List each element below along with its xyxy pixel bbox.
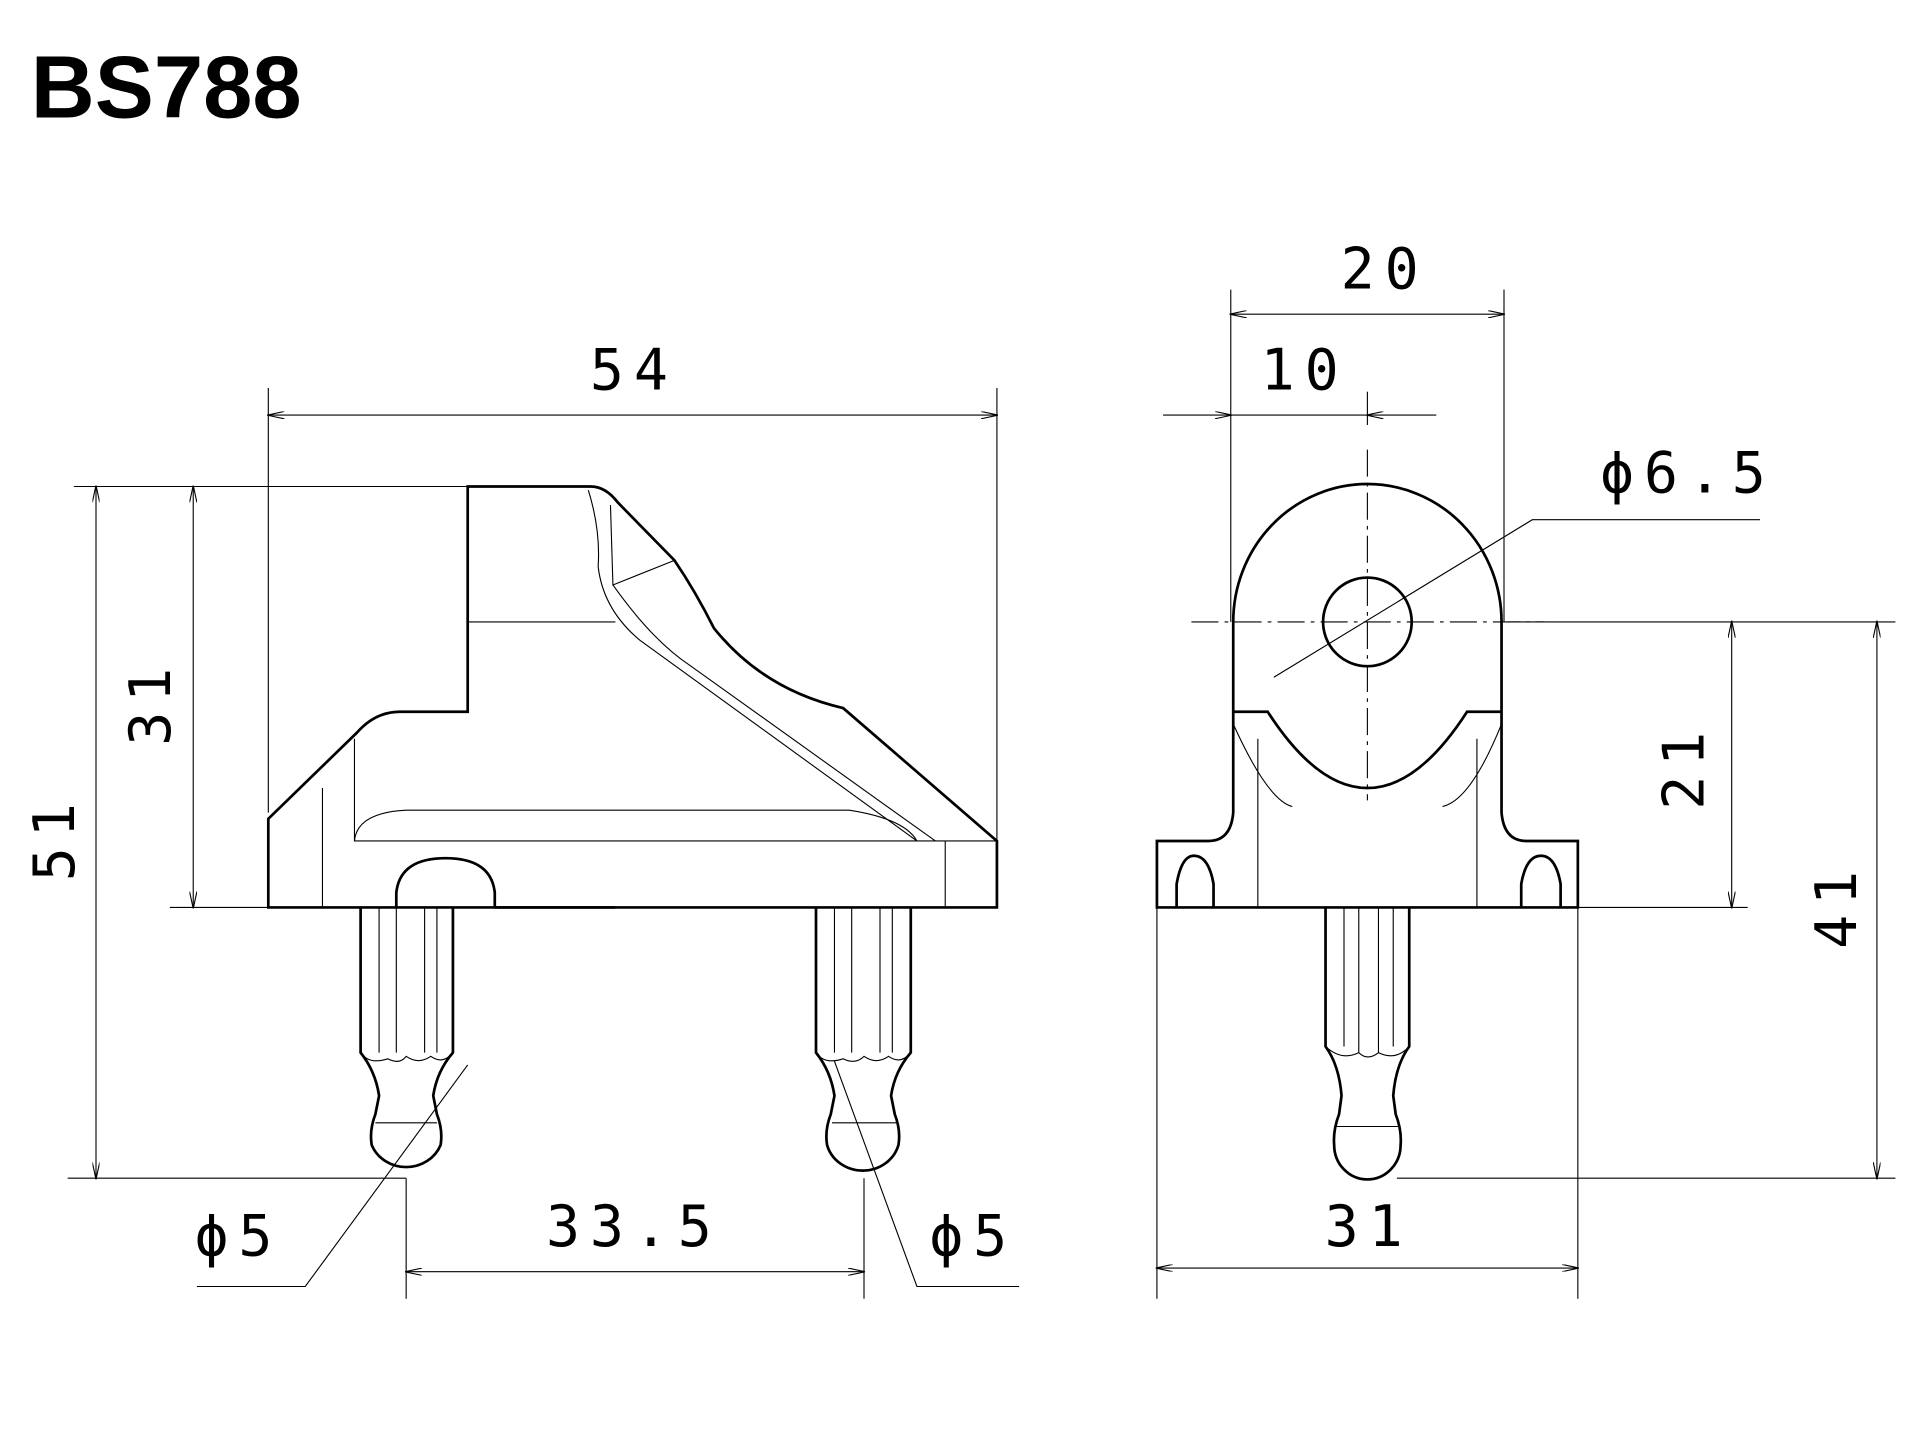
dim-height-51: 51 — [22, 793, 88, 881]
dim-head-width-20: 20 — [1341, 236, 1429, 302]
right-slot — [1519, 854, 1562, 908]
part-number-title: BS788 — [31, 37, 302, 136]
front-pin — [1324, 907, 1411, 1181]
dim-height-31: 31 — [118, 658, 184, 746]
side-bump — [394, 856, 497, 908]
left-pin — [359, 907, 455, 1169]
dim-right-pin-diameter: ϕ5 — [929, 1204, 1017, 1270]
dim-hole-diameter: ϕ6.5 — [1600, 441, 1776, 507]
front-view: 20 10 ϕ6.5 21 41 31 — [1155, 236, 1896, 1299]
dim-height-41: 41 — [1804, 861, 1870, 949]
dim-pin-spacing: 33.5 — [546, 1194, 722, 1260]
left-slot — [1175, 854, 1215, 908]
dim-width-54: 54 — [590, 337, 678, 403]
dim-height-21: 21 — [1651, 722, 1717, 810]
right-pin — [814, 907, 913, 1172]
dim-base-width-31: 31 — [1325, 1194, 1413, 1260]
front-body-outline — [1155, 482, 1580, 909]
dim-hole-offset-10: 10 — [1261, 337, 1349, 403]
side-view: 54 31 51 33.5 ϕ5 ϕ5 — [22, 337, 1020, 1299]
dim-left-pin-diameter: ϕ5 — [194, 1204, 282, 1270]
side-body-outline — [266, 485, 999, 909]
